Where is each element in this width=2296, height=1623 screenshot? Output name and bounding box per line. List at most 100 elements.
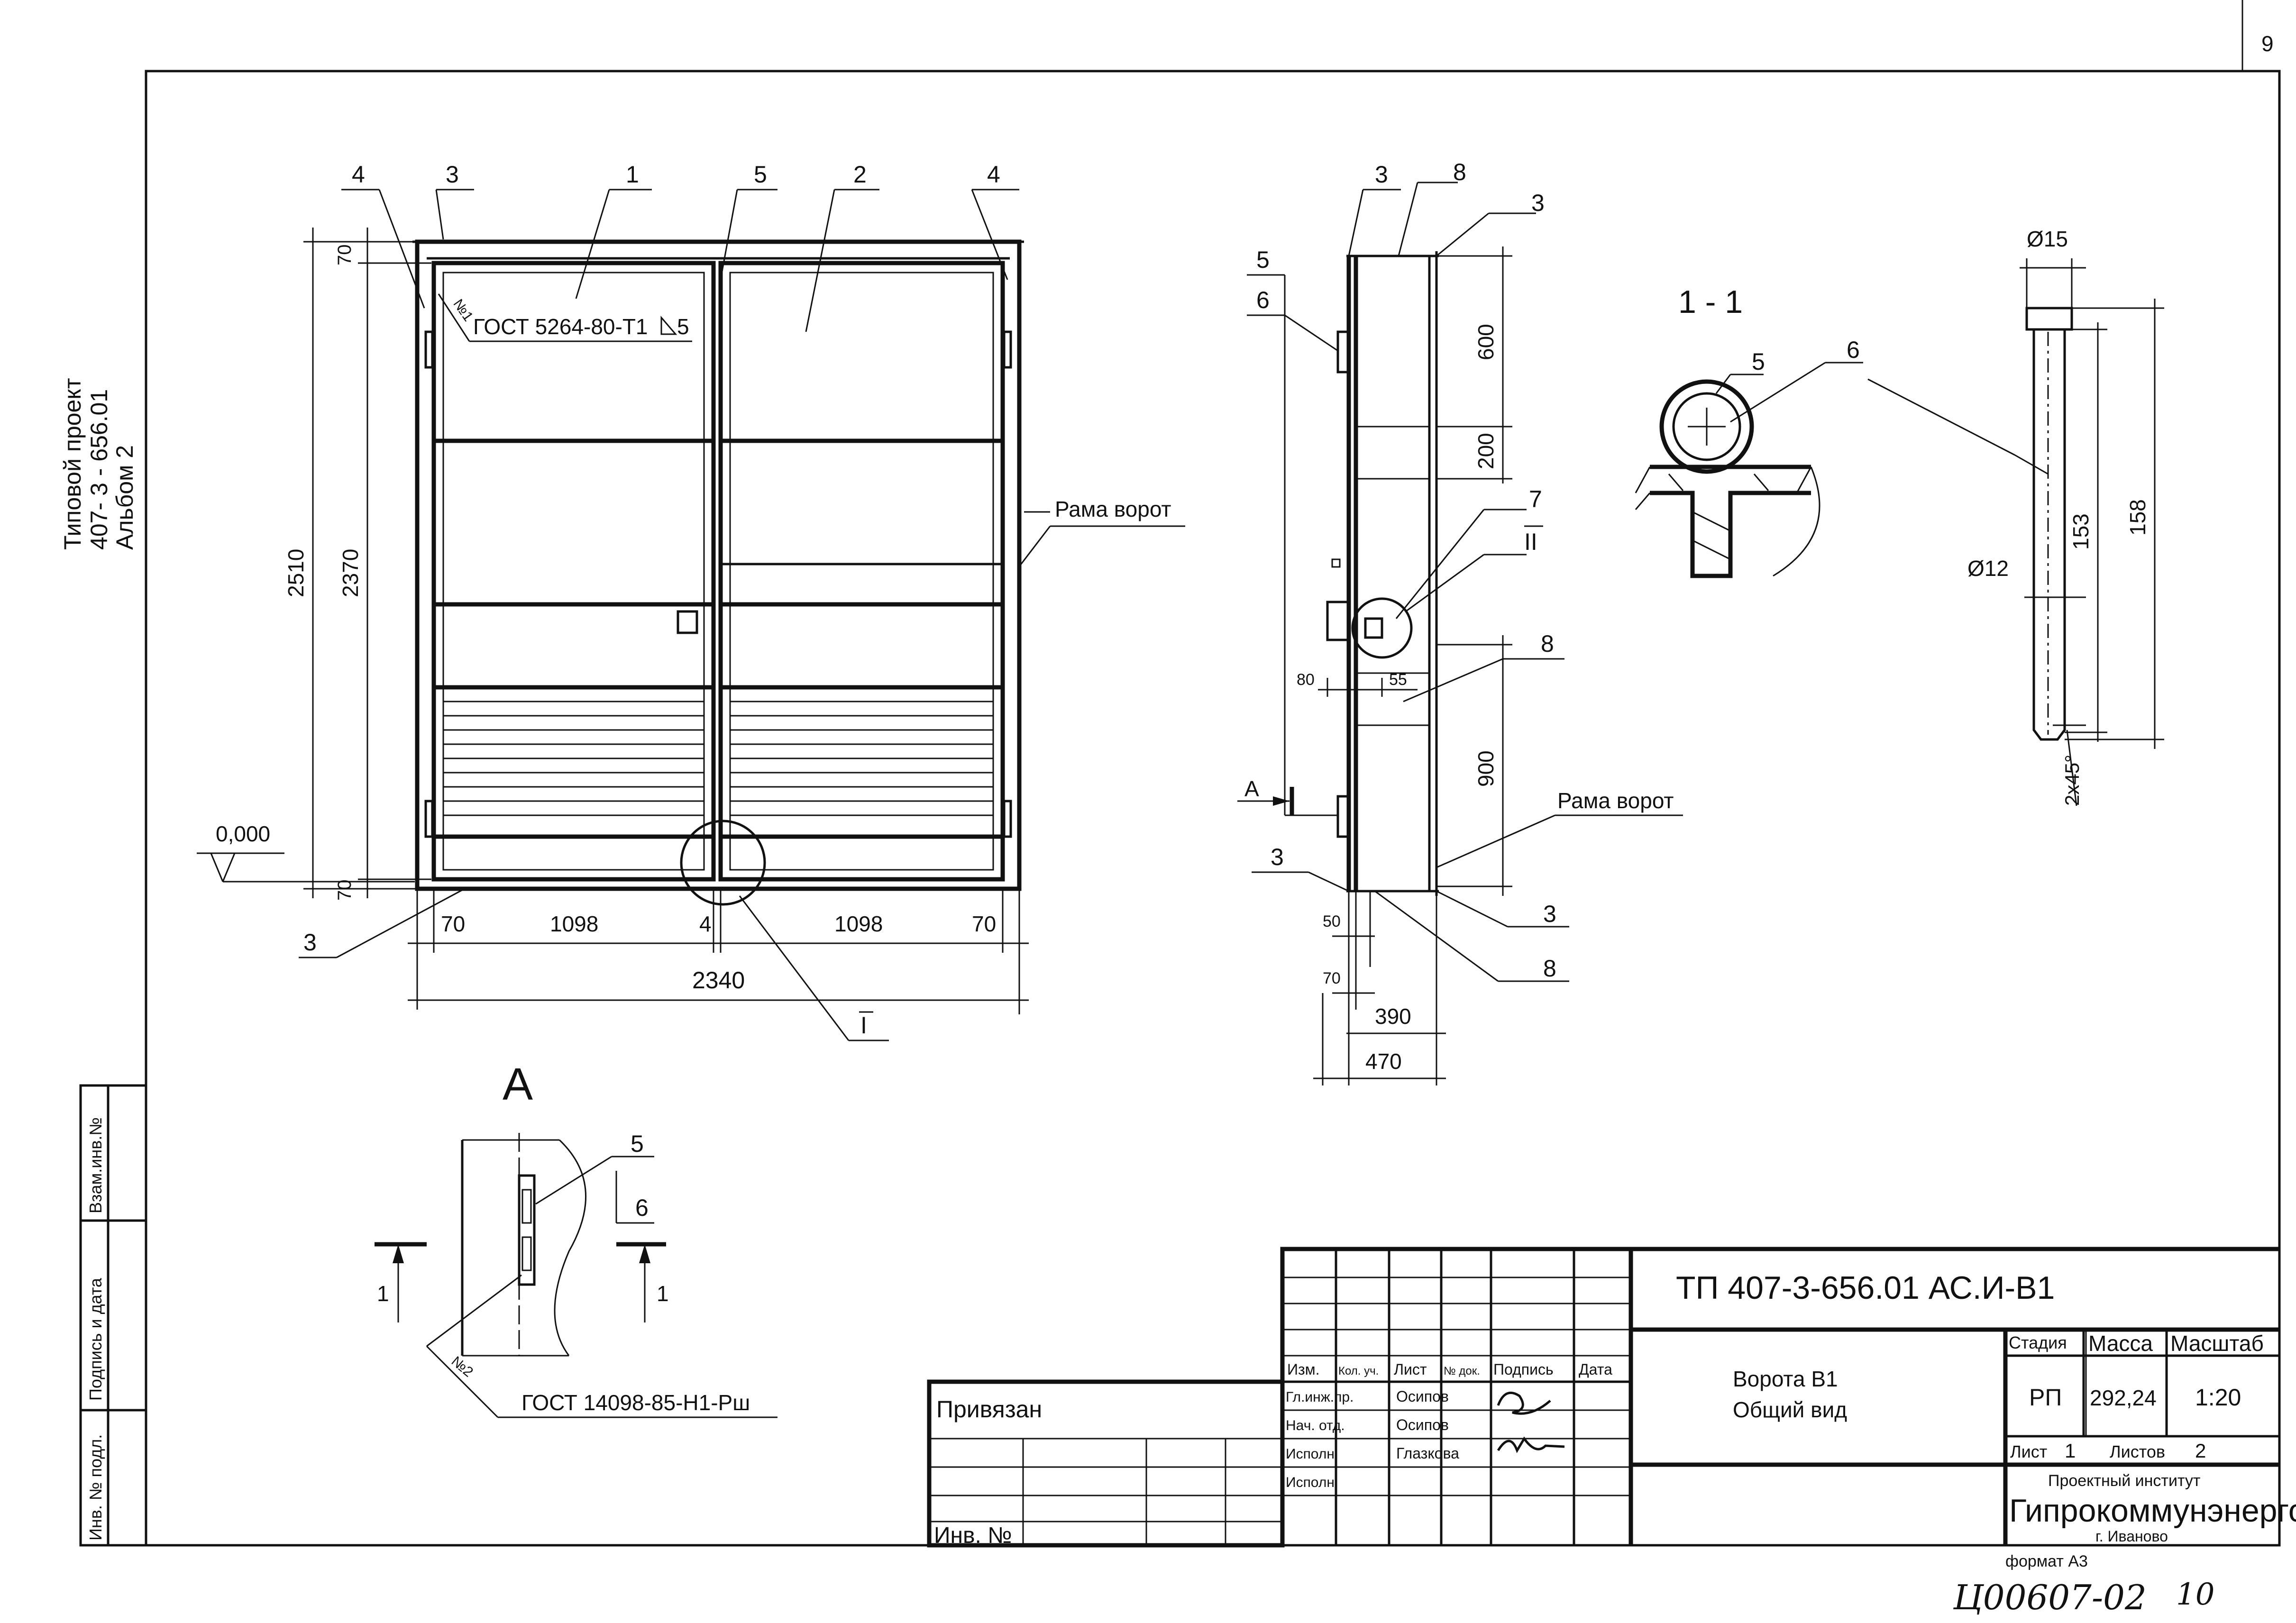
sheet-label: Лист: [2010, 1442, 2047, 1461]
left-leaf: [431, 261, 716, 882]
weld-triangle-icon: [660, 315, 677, 335]
side-callout-3-right: 3: [1531, 190, 1545, 216]
callout-4-right: 4: [987, 161, 1000, 188]
sheets-label: Листов: [2110, 1442, 2165, 1461]
sheet-value: 1: [2065, 1440, 2076, 1462]
replace-inv-cell: Взам.инв.№: [86, 1117, 105, 1213]
dim-900: 900: [1473, 750, 1498, 787]
dim-1098-left: 1098: [550, 912, 598, 936]
object-name-2: Общий вид: [1733, 1397, 1847, 1422]
dia-12: Ø12: [1967, 556, 2009, 581]
hinge-icon: [1003, 800, 1012, 838]
mass-label: Масса: [2088, 1331, 2153, 1356]
view-a-callout-5: 5: [631, 1131, 644, 1157]
dim-200: 200: [1473, 433, 1498, 469]
role-chief-engineer: Гл.инж.пр.: [1286, 1389, 1354, 1405]
signature-2: [1497, 1436, 1565, 1453]
section-mark-right: 1: [657, 1281, 669, 1306]
dim-55: 55: [1389, 671, 1407, 689]
role-executor-2: Исполн.: [1286, 1475, 1338, 1490]
org-name: Гипрокоммунэнерго: [2009, 1493, 2296, 1529]
callout-1: 1: [626, 161, 639, 188]
lock-plate-side: [1364, 617, 1383, 639]
section-callout-6: 6: [1847, 337, 1860, 363]
hinge-icon: [518, 1174, 536, 1286]
page-number: 9: [2261, 31, 2274, 56]
dim-2510: 2510: [284, 549, 308, 597]
dim-2340: 2340: [692, 967, 745, 994]
original-inv-cell: Инв. № подл.: [86, 1434, 105, 1541]
arrow-up-icon: [639, 1244, 650, 1263]
corrugated-panel: [443, 701, 993, 816]
scale-label: Масштаб: [2170, 1331, 2264, 1356]
left-stamp-strip: Взам.инв.№ Подпись и дата Инв. № подл.: [79, 1084, 147, 1547]
front-view: 4 3 1 5 2 4 №1 ГОСТ 5264-80-Т1 5 Рама во…: [197, 161, 1185, 1041]
org-city: г. Иваново: [2095, 1528, 2168, 1545]
sheet-border: [145, 70, 2281, 1547]
handwritten-code: Ц00607-02: [1953, 1577, 2147, 1617]
handwritten-page: 10: [2176, 1577, 2214, 1612]
doc-code: ТП 407-3-656.01 АС.И-В1: [1676, 1270, 2055, 1306]
project-number: 407- 3 - 656.01: [86, 389, 112, 550]
format-label: формат А3: [2005, 1552, 2088, 1570]
dim-70-right: 70: [972, 912, 996, 936]
arrow-right-icon: [1273, 796, 1290, 806]
role-dept-head: Нач. отд.: [1286, 1418, 1345, 1433]
pin-head: [2025, 307, 2073, 331]
right-leaf: [718, 261, 1005, 882]
callout-4-left: 4: [352, 161, 365, 188]
name-1: Осипов: [1396, 1388, 1449, 1405]
dim-80: 80: [1297, 671, 1315, 689]
dim-470: 470: [1365, 1049, 1402, 1074]
view-a-title: А: [503, 1059, 533, 1110]
side-callout-3-left: 3: [1271, 844, 1284, 870]
dim-50: 50: [1323, 912, 1341, 930]
section-1-1: 1 - 1 5 6: [1635, 284, 1863, 578]
hdr-list: Лист: [1394, 1361, 1427, 1378]
hinge-icon: [424, 330, 434, 369]
level-mark: 0,000: [216, 821, 270, 846]
side-callout-8-mid: 8: [1541, 630, 1554, 657]
inv-label: Инв. №: [934, 1523, 1012, 1548]
sheets-value: 2: [2195, 1440, 2206, 1462]
org-line-1: Проектный институт: [2048, 1472, 2201, 1490]
hdr-kol: Кол. уч.: [1338, 1365, 1379, 1377]
name-3: Глазкова: [1396, 1445, 1459, 1462]
hinge-barrel: [1659, 379, 1754, 474]
weld-mark-2: №2: [448, 1353, 476, 1380]
album-label: Альбом 2: [111, 445, 138, 550]
frame-label-side: Рама ворот: [1557, 788, 1674, 813]
dim-390: 390: [1375, 1004, 1411, 1029]
len-153: 153: [2068, 513, 2093, 550]
hdr-sign: Подпись: [1493, 1361, 1554, 1378]
title-block: Изм. Кол. уч. Лист № док. Подпись Дата Г…: [927, 1247, 2296, 1548]
side-view: 3 8 3 5 6 600 200 900 7 II: [1237, 159, 1683, 1085]
view-a: А 5 6 1 1 №2 ГОСТ 14098-85-Н1-Рш: [375, 1059, 778, 1418]
bound-label: Привязан: [936, 1396, 1042, 1422]
side-callout-3-top: 3: [1375, 161, 1388, 188]
side-callout-6: 6: [1256, 287, 1270, 313]
signature-1: [1497, 1391, 1551, 1415]
hinge-icon: [424, 800, 434, 838]
side-callout-5: 5: [1256, 246, 1270, 273]
gost-weld-label: ГОСТ 5264-80-Т1: [473, 314, 648, 339]
side-callout-8-bottom: 8: [1543, 955, 1556, 982]
t-profile: [1650, 465, 1811, 578]
hinge-icon: [1336, 330, 1350, 374]
view-a-callout-6: 6: [635, 1194, 649, 1221]
stage-label: Стадия: [2009, 1333, 2067, 1352]
pin-detail: Ø15 Ø12 153 158 2x45°: [1867, 227, 2164, 806]
project-inscription: Типовой проект 407- 3 - 656.01 Альбом 2: [59, 378, 138, 550]
hdr-izm: Изм.: [1287, 1361, 1320, 1378]
hdr-date: Дата: [1579, 1361, 1612, 1378]
callout-2: 2: [853, 161, 867, 188]
stage-value: РП: [2029, 1384, 2062, 1411]
node-i-label: I: [860, 1012, 867, 1039]
object-name-1: Ворота В1: [1733, 1367, 1838, 1391]
scale-value: 1:20: [2195, 1384, 2241, 1411]
node-ii-circle: [1351, 597, 1413, 659]
latch-icon: [1326, 601, 1350, 641]
arrow-up-icon: [393, 1244, 404, 1263]
hinge-pin: [1672, 392, 1741, 461]
